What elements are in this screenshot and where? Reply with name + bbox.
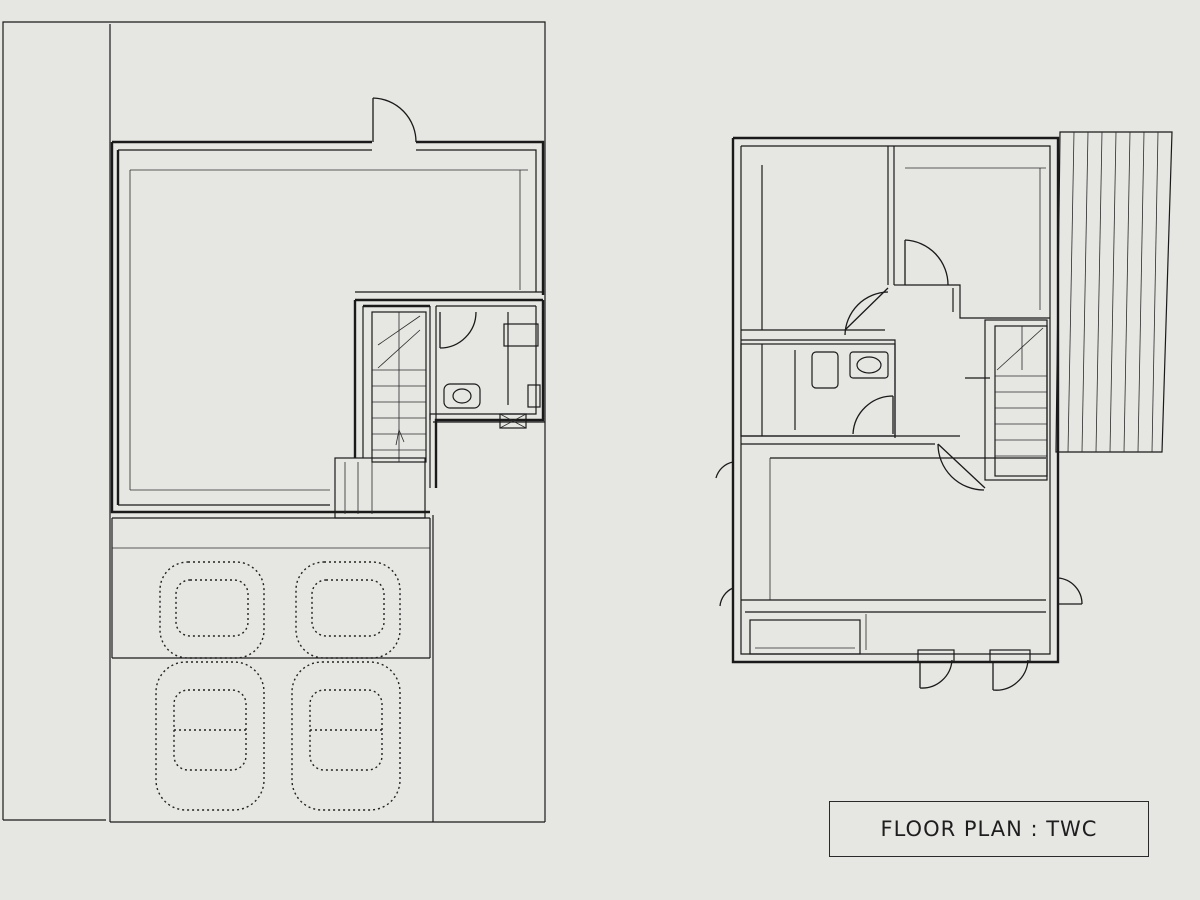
double-garage <box>111 518 431 659</box>
stair-wc-block <box>353 291 545 488</box>
first-floor-staircase <box>965 319 1048 481</box>
plan-title-box: FLOOR PLAN : TWC <box>829 801 1149 857</box>
site-boundary <box>2 21 546 823</box>
first-floor-plan <box>715 131 1173 691</box>
ground-floor-plan <box>2 21 546 823</box>
bedroom-partitions <box>741 146 1050 438</box>
car-outline-1 <box>159 561 265 659</box>
ground-staircase <box>334 311 427 519</box>
wc-fixtures <box>439 311 541 429</box>
plan-title: FLOOR PLAN : TWC <box>880 817 1098 841</box>
car-outline-3 <box>155 661 265 811</box>
balcony-deck <box>1055 131 1173 453</box>
car-outline-2 <box>295 561 401 659</box>
car-outline-4 <box>291 661 401 811</box>
bedroom-doors <box>844 239 949 336</box>
bathroom <box>740 343 960 445</box>
first-floor-outer-walls <box>731 136 1060 664</box>
living-area <box>741 457 1046 655</box>
main-house-walls <box>110 140 545 519</box>
external-doors <box>715 461 1083 691</box>
entrance-door <box>372 97 417 143</box>
landing-door <box>937 443 986 491</box>
